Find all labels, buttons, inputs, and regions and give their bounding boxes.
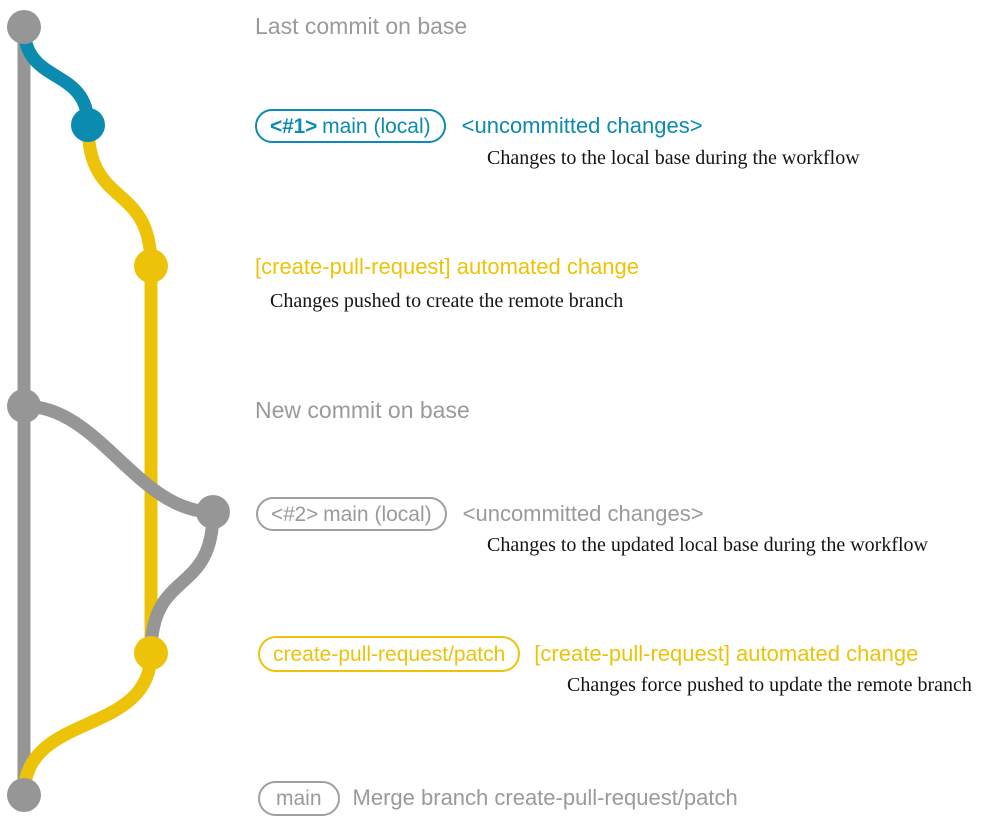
node-local-main-2[interactable] [196, 495, 230, 529]
node-local-main-1[interactable] [71, 108, 105, 142]
badge-hash-2: <#2> [271, 502, 319, 526]
blue-branch-curve [17, 20, 95, 132]
badge-ref-patch: create-pull-request/patch [273, 642, 506, 666]
badge-ref-2: main (local) [323, 502, 432, 526]
badge-local-main-1[interactable]: <#1> main (local) [255, 109, 446, 143]
subject-local-main-1: <uncommitted changes> [461, 113, 703, 138]
gray-branch-curve-out [17, 399, 220, 519]
node-base-head[interactable] [7, 10, 41, 44]
row-automated-change-update: create-pull-request/patch [create-pull-r… [258, 636, 918, 672]
badge-ref-main: main [276, 787, 322, 810]
row-local-main-1: <#1> main (local) <uncommitted changes> [255, 109, 703, 143]
subject-local-main-2: <uncommitted changes> [462, 501, 704, 526]
badge-ref-1: main (local) [322, 114, 431, 138]
node-merge-commit[interactable] [7, 778, 41, 812]
yellow-branch-curve-top [81, 118, 158, 273]
node-patch-commit-1[interactable] [134, 249, 168, 283]
row-merge-branch: main Merge branch create-pull-request/pa… [258, 781, 738, 816]
node-patch-commit-2[interactable] [134, 636, 168, 670]
subject-merge-branch: Merge branch create-pull-request/patch [352, 785, 738, 810]
row-local-main-2: <#2> main (local) <uncommitted changes> [256, 497, 704, 531]
badge-create-pull-request-patch[interactable]: create-pull-request/patch [258, 636, 521, 672]
yellow-merge-curve [17, 646, 158, 802]
badge-main[interactable]: main [258, 781, 340, 816]
node-base-new-commit[interactable] [7, 389, 41, 423]
badge-hash-1: <#1> [270, 114, 318, 138]
badge-local-main-2[interactable]: <#2> main (local) [256, 497, 447, 531]
subject-automated-change-update: [create-pull-request] automated change [534, 641, 919, 666]
gray-branch-curve-in [144, 505, 220, 660]
